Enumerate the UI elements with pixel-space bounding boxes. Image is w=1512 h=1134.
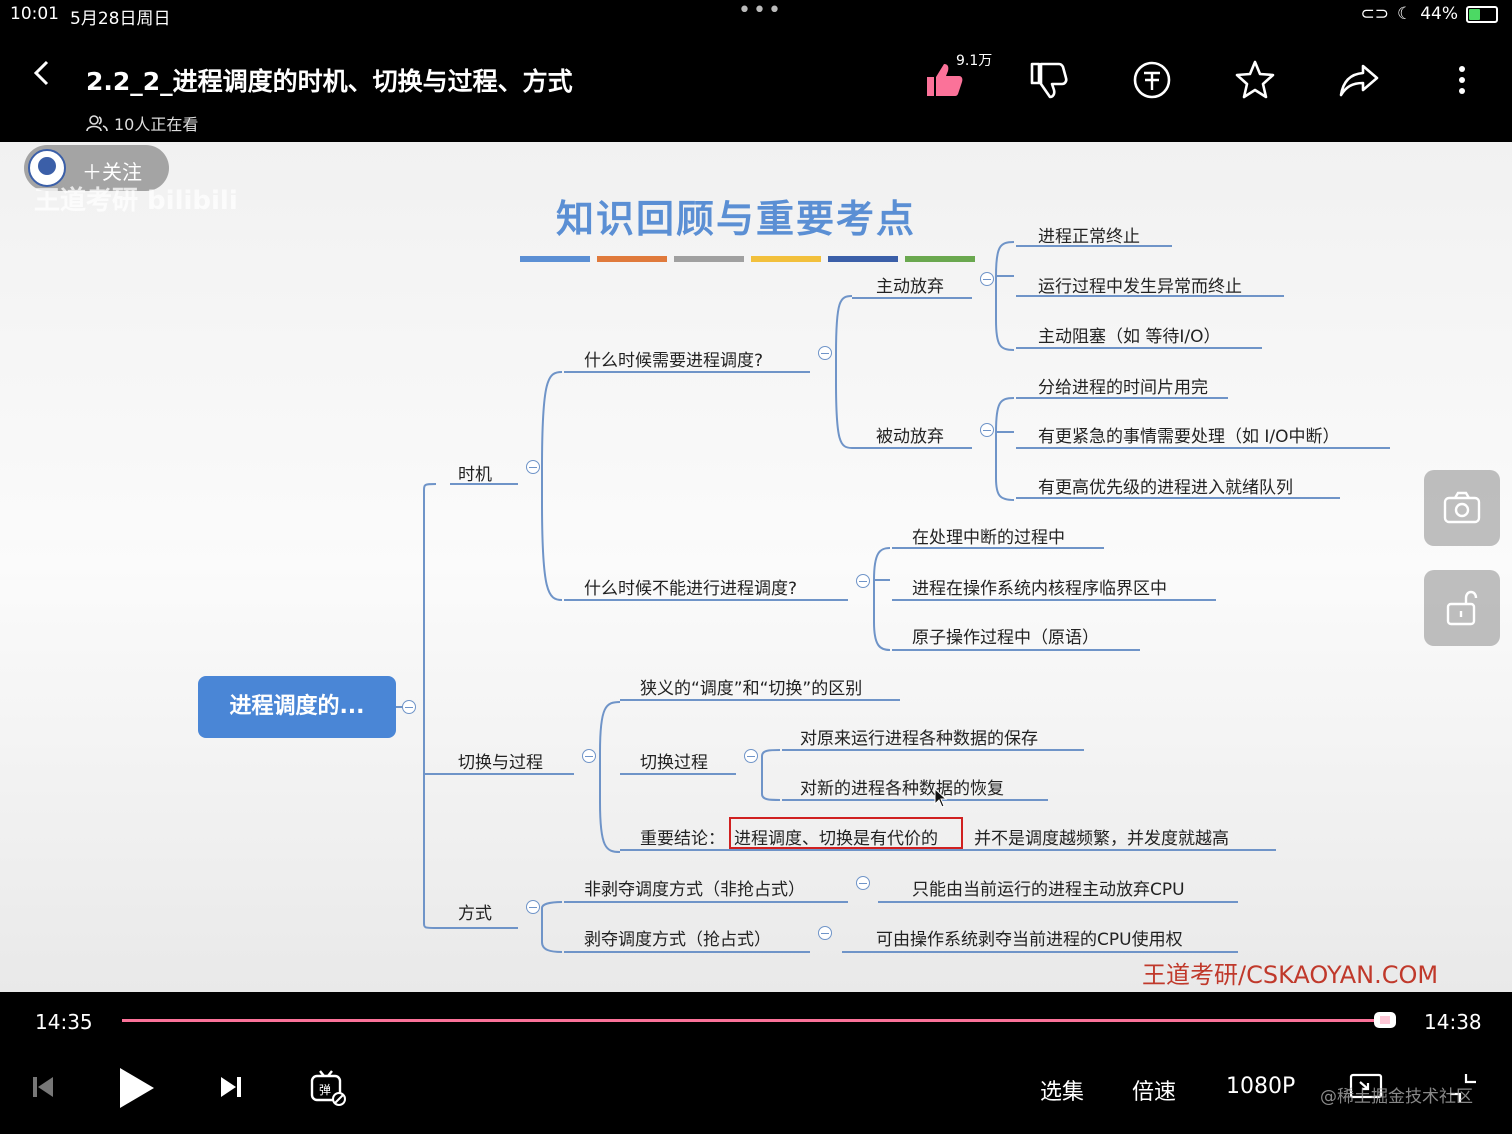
- uploader-watermark: 王道考研 bilibili: [34, 186, 238, 216]
- follow-label: ＋关注: [82, 160, 142, 184]
- node-conclusion-highlight: 进程调度、切换是有代价的: [734, 829, 938, 849]
- svg-text:弹: 弹: [319, 1083, 331, 1097]
- title-color-bar: [520, 256, 590, 262]
- back-icon[interactable]: [30, 60, 56, 86]
- episodes-button[interactable]: 选集: [1040, 1080, 1085, 1105]
- node-passive-3[interactable]: 有更高优先级的进程进入就绪队列: [1038, 478, 1293, 498]
- node-passive-giveup[interactable]: 被动放弃: [876, 427, 944, 447]
- mindmap-title: 知识回顾与重要考点: [556, 197, 917, 241]
- node-conclusion-rest: 并不是调度越频繁，并发度就越高: [974, 829, 1229, 849]
- mindmap-root-node[interactable]: 进程调度的...: [198, 676, 396, 738]
- node-mode-nonpreempt-desc[interactable]: 只能由当前运行的进程主动放弃CPU: [912, 880, 1185, 900]
- title-color-bar: [751, 256, 821, 262]
- cast-icon[interactable]: [1348, 1072, 1384, 1104]
- title-color-bar: [674, 256, 744, 262]
- cskaoyan-watermark: 王道考研/CSKAOYAN.COM: [1142, 961, 1439, 989]
- title-color-bar: [905, 256, 975, 262]
- thumbs-down-icon[interactable]: [1026, 58, 1070, 102]
- share-icon[interactable]: [1337, 58, 1381, 102]
- title-color-bar: [597, 256, 667, 262]
- mouse-cursor-icon: [934, 788, 948, 808]
- collapse-toggle-switch-process[interactable]: [744, 749, 758, 763]
- juejin-watermark: @稀土掘金技术社区: [1320, 1087, 1473, 1107]
- node-mode-preempt[interactable]: 剥夺调度方式（抢占式）: [584, 930, 771, 950]
- coin-icon[interactable]: [1130, 58, 1174, 102]
- node-switch-diff[interactable]: 狭义的“调度”和“切换”的区别: [640, 679, 863, 699]
- node-active-1[interactable]: 进程正常终止: [1038, 227, 1140, 247]
- viewers-icon: [86, 115, 108, 132]
- progress-knob[interactable]: [1374, 1012, 1396, 1028]
- node-need-schedule[interactable]: 什么时候需要进程调度?: [584, 351, 764, 371]
- star-icon[interactable]: [1233, 58, 1277, 102]
- video-header: 2.2_2_进程调度的时机、切换与过程、方式 10人正在看 9.1万: [0, 30, 1512, 142]
- next-icon[interactable]: [218, 1074, 244, 1100]
- camera-icon: [1443, 491, 1481, 524]
- lock-screen-button[interactable]: [1424, 570, 1500, 646]
- node-switch-save[interactable]: 对原来运行进程各种数据的保存: [800, 729, 1038, 749]
- collapse-toggle-passive[interactable]: [980, 423, 994, 437]
- node-active-3[interactable]: 主动阻塞（如 等待I/O）: [1038, 327, 1221, 347]
- collapse-toggle-root[interactable]: [402, 700, 416, 714]
- node-active-2[interactable]: 运行过程中发生异常而终止: [1038, 277, 1242, 297]
- thumbs-up-icon[interactable]: [922, 58, 966, 102]
- title-color-bar: [828, 256, 898, 262]
- player-controls: 14:35 14:38 弹 选集 倍速 1080P @稀土掘金技术社区: [0, 992, 1512, 1134]
- video-title: 2.2_2_进程调度的时机、切换与过程、方式: [86, 67, 573, 96]
- video-frame[interactable]: ＋关注 王道考研 bilibili 知识回顾与重要考点: [0, 142, 1512, 992]
- collapse-toggle-need[interactable]: [818, 346, 832, 360]
- previous-icon[interactable]: [30, 1074, 56, 1100]
- node-mode-nonpreempt[interactable]: 非剥夺调度方式（非抢占式）: [584, 880, 805, 900]
- highlight-box: [729, 817, 963, 849]
- node-timing[interactable]: 时机: [458, 465, 492, 485]
- moon-icon: ☾: [1396, 4, 1413, 24]
- node-cannot-2[interactable]: 进程在操作系统内核程序临界区中: [912, 579, 1167, 599]
- node-mode-preempt-desc[interactable]: 可由操作系统剥夺当前进程的CPU使用权: [876, 930, 1183, 950]
- battery-percent: 44%: [1420, 4, 1458, 24]
- follow-button[interactable]: ＋关注: [24, 145, 169, 191]
- node-cannot-3[interactable]: 原子操作过程中（原语）: [912, 628, 1099, 648]
- quality-button[interactable]: 1080P: [1226, 1074, 1296, 1099]
- fullscreen-icon[interactable]: [1446, 1072, 1480, 1104]
- multitask-dots-icon[interactable]: •••: [738, 0, 783, 23]
- progress-bar[interactable]: [122, 1019, 1378, 1022]
- collapse-toggle-mode-preempt[interactable]: [818, 926, 832, 940]
- collapse-toggle-mode-nonpreempt[interactable]: [856, 876, 870, 890]
- clock: 10:01: [10, 4, 59, 24]
- node-switch-procedure[interactable]: 切换过程: [640, 753, 708, 773]
- link-icon: ⊂⊃: [1360, 4, 1389, 24]
- more-icon[interactable]: [1440, 58, 1484, 102]
- current-time: 14:35: [35, 1010, 93, 1034]
- play-icon[interactable]: [116, 1066, 156, 1110]
- collapse-toggle-active[interactable]: [980, 272, 994, 286]
- mindmap-connectors: [396, 241, 1390, 953]
- node-mode[interactable]: 方式: [458, 904, 492, 924]
- viewer-count: 10人正在看: [86, 111, 198, 135]
- speed-button[interactable]: 倍速: [1132, 1080, 1177, 1105]
- like-count: 9.1万: [956, 53, 993, 69]
- node-switch-restore[interactable]: 对新的进程各种数据的恢复: [800, 779, 1004, 799]
- node-cannot-1[interactable]: 在处理中断的过程中: [912, 528, 1065, 548]
- status-bar: 10:01 5月28日周日 ••• ⊂⊃ ☾ 44%: [0, 0, 1512, 30]
- node-cannot-schedule[interactable]: 什么时候不能进行进程调度?: [584, 579, 798, 599]
- duration: 14:38: [1424, 1010, 1482, 1034]
- node-passive-1[interactable]: 分给进程的时间片用完: [1038, 378, 1208, 398]
- danmaku-toggle-icon[interactable]: 弹: [308, 1068, 348, 1108]
- viewer-count-label: 10人正在看: [114, 115, 199, 134]
- collapse-toggle-cannot[interactable]: [856, 574, 870, 588]
- battery-icon: [1466, 5, 1498, 23]
- node-switch-process[interactable]: 切换与过程: [458, 753, 543, 773]
- collapse-toggle-mode[interactable]: [526, 900, 540, 914]
- unlock-icon: [1446, 590, 1478, 626]
- node-active-giveup[interactable]: 主动放弃: [876, 277, 944, 297]
- collapse-toggle-timing[interactable]: [526, 460, 540, 474]
- date: 5月28日周日: [70, 9, 171, 29]
- screenshot-button[interactable]: [1424, 470, 1500, 546]
- uploader-avatar[interactable]: [28, 149, 66, 187]
- node-conclusion-label: 重要结论：: [640, 829, 725, 849]
- node-passive-2[interactable]: 有更紧急的事情需要处理（如 I/O中断）: [1038, 427, 1340, 447]
- collapse-toggle-switch[interactable]: [582, 749, 596, 763]
